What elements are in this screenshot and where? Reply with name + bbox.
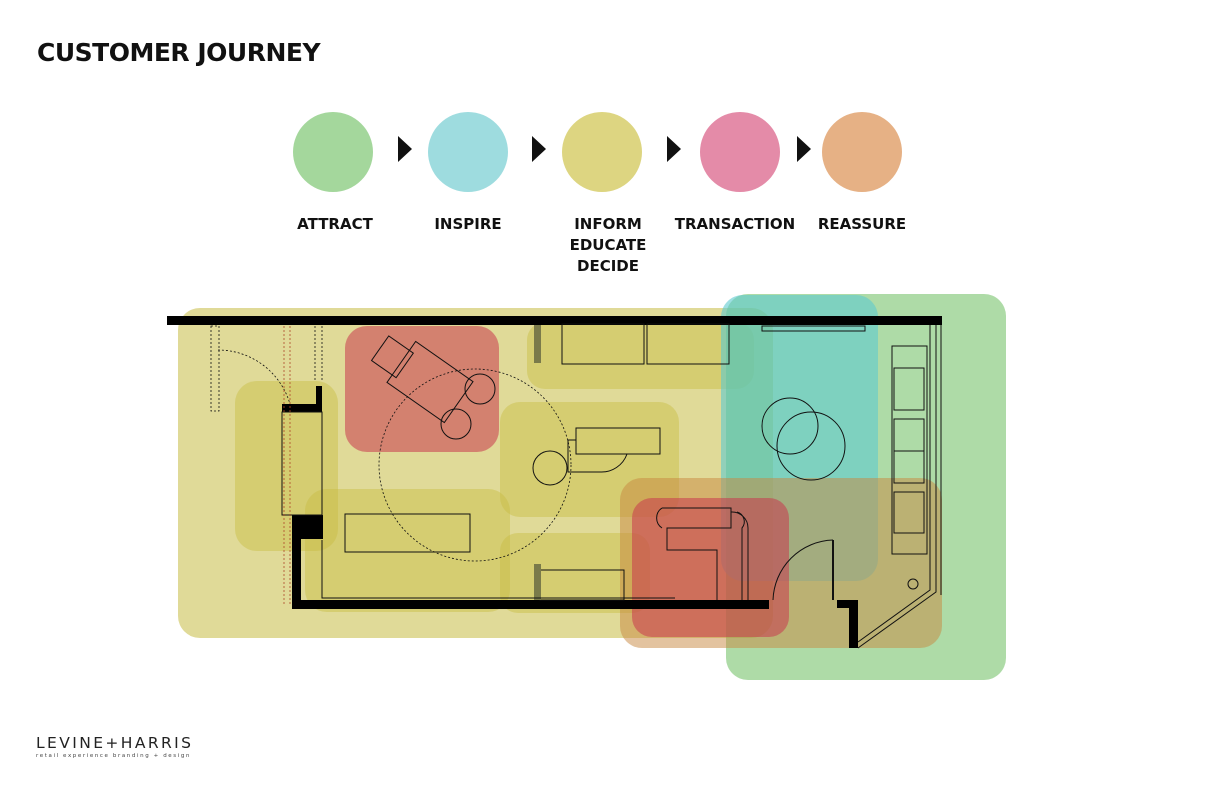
left-counter — [281, 411, 323, 516]
stage-label-inform: INFORM EDUCATE DECIDE — [569, 215, 647, 275]
checkout-counter — [662, 507, 732, 600]
display-table-center — [344, 513, 471, 553]
stage-label-attract: ATTRACT — [297, 215, 373, 233]
door-panel-left — [210, 325, 220, 412]
stage-circle-attract — [293, 112, 373, 192]
stage-label-inspire: INSPIRE — [434, 215, 502, 233]
circulation-circle — [378, 368, 572, 562]
wall-right-stub-v — [849, 600, 858, 648]
floor-line — [321, 540, 675, 599]
stage-circle-inform — [562, 112, 642, 192]
stage-circle-inspire — [428, 112, 508, 192]
arrow-right-icon — [797, 136, 811, 162]
page-title: CUSTOMER JOURNEY — [37, 38, 321, 67]
wall-shelf-right — [891, 345, 928, 555]
wall-left-block — [292, 515, 323, 539]
wall-left-lower — [292, 515, 301, 609]
brand-logo: LEVINE+HARRIS retail experience branding… — [36, 734, 193, 759]
stool — [532, 450, 568, 486]
partition-bottom — [534, 564, 541, 600]
door-swing-right — [772, 539, 834, 601]
journey-stages: ATTRACT INSPIRE INFORM EDUCATE DECIDE TR… — [0, 0, 1224, 300]
door-swing-left — [217, 349, 291, 405]
fitting-circle-b — [776, 411, 846, 481]
zones — [178, 294, 1006, 680]
wall-top — [167, 316, 942, 325]
round-stool-b — [440, 408, 472, 440]
shelf-top-a — [561, 323, 645, 365]
zone-inform-top — [527, 322, 754, 389]
logo-wordmark: LEVINE+HARRIS — [36, 734, 194, 752]
shelf-top-b — [646, 323, 730, 365]
bench — [575, 427, 661, 455]
arrow-right-icon — [398, 136, 412, 162]
stage-circle-reassure — [822, 112, 902, 192]
zone-inform-left — [235, 381, 338, 551]
fixtures — [210, 323, 942, 649]
zone-inform-lower — [305, 489, 510, 612]
bench-curve — [567, 439, 628, 473]
wall-left-stub-v — [316, 386, 322, 412]
zone-transaction-upper — [345, 326, 499, 452]
stage-circle-transaction — [700, 112, 780, 192]
wall-right-stub-h — [837, 600, 858, 608]
exterior-wall-right — [857, 325, 942, 649]
fixture-dot — [907, 578, 919, 590]
stage-label-reassure: REASSURE — [817, 215, 907, 233]
window-bar — [761, 325, 866, 332]
wall-bottom — [292, 600, 769, 609]
stage-label-transaction: TRANSACTION — [674, 215, 796, 233]
zone-transaction-lower — [632, 498, 789, 637]
logo-tagline: retail experience branding + design — [36, 753, 192, 759]
fitting-circle-a — [761, 397, 819, 455]
arrow-right-icon — [667, 136, 681, 162]
round-stool-a — [464, 373, 496, 405]
seating-group — [386, 340, 474, 424]
partition-top — [534, 325, 541, 363]
walls — [167, 316, 942, 648]
arrow-right-icon — [532, 136, 546, 162]
wall-left-stub — [282, 404, 322, 412]
